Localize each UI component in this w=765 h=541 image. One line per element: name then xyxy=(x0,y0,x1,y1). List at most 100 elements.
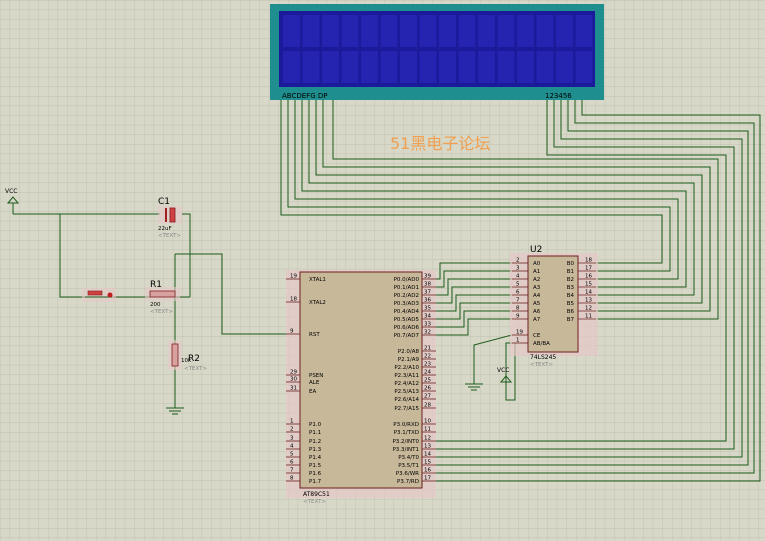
r2-text: <TEXT> xyxy=(184,366,207,372)
u2-pin-number: 12 xyxy=(585,306,592,312)
c1-value: 22uF xyxy=(158,226,172,232)
wire xyxy=(436,294,512,312)
u1-pin-number: 13 xyxy=(424,444,431,450)
u1-pin-name: P2.1/A9 xyxy=(398,357,420,363)
r1-text: <TEXT> xyxy=(150,309,173,315)
lcd-cell xyxy=(322,51,339,83)
u1-pin-number: 23 xyxy=(424,362,431,368)
wire xyxy=(332,100,719,320)
u1-pin-name: P0.6/AD6 xyxy=(394,325,420,331)
u2-pin-name: B7 xyxy=(567,317,575,323)
u1-pin-number: 8 xyxy=(290,476,294,482)
wire xyxy=(308,100,695,296)
wire xyxy=(436,302,512,320)
wire xyxy=(436,100,735,450)
resistor-r2[interactable]: R2 10k <TEXT> xyxy=(168,340,207,372)
u1-pin-number: 28 xyxy=(424,403,431,409)
u1-right-pins: 39P0.0/AD038P0.1/AD137P0.2/AD236P0.3/AD3… xyxy=(392,274,436,485)
u1-pin-number: 26 xyxy=(424,386,431,392)
resistor-r1[interactable]: R1 200 <TEXT> xyxy=(145,280,180,315)
wire xyxy=(436,318,512,336)
wire xyxy=(436,100,761,482)
u1-pin-number: 11 xyxy=(424,427,431,433)
u1-pin-name: XTAL2 xyxy=(309,300,326,306)
vcc-terminal-left[interactable]: VCC xyxy=(5,188,20,214)
wire xyxy=(436,310,512,328)
u2-pin-number: 3 xyxy=(516,266,520,272)
u2-pin-number: 18 xyxy=(585,258,592,264)
wire xyxy=(436,100,743,458)
capacitor-c1[interactable]: C1 22uF <TEXT> xyxy=(158,197,182,239)
reset-pushbutton[interactable] xyxy=(82,288,116,302)
u1-left-pins: 19XTAL118XTAL29RST29PSEN30ALE31EA1P1.02P… xyxy=(286,274,326,485)
u1-pin-number: 3 xyxy=(290,436,294,442)
r2-value: 10k xyxy=(181,358,192,364)
lcd-cell xyxy=(400,15,417,47)
lcd-cell xyxy=(439,51,456,83)
u1-pin-name: P0.0/AD0 xyxy=(394,277,420,283)
u1-pin-number: 18 xyxy=(290,297,297,303)
u1-pin-name: P1.2 xyxy=(309,439,321,445)
u2-pin-name: AB/BA xyxy=(533,341,550,347)
wire xyxy=(59,214,85,298)
u1-pin-number: 2 xyxy=(290,427,294,433)
u1-pin-name: P2.4/A12 xyxy=(394,381,419,387)
u1-pin-number: 6 xyxy=(290,460,294,466)
u1-pin-name: RST xyxy=(309,332,320,338)
u2-pin-name: A0 xyxy=(533,261,541,267)
lcd-cell xyxy=(302,15,320,47)
u1-pin-number: 29 xyxy=(290,370,297,376)
u1-pin-name: PSEN xyxy=(309,373,323,379)
u1-pin-name: P2.0/A8 xyxy=(398,349,420,355)
mcu-u1[interactable]: 19XTAL118XTAL29RST29PSEN30ALE31EA1P1.02P… xyxy=(286,270,436,505)
u1-pin-number: 17 xyxy=(424,476,431,482)
u2-pin-number: 15 xyxy=(585,282,592,288)
u2-pin-name: B3 xyxy=(567,285,575,291)
lcd-cell xyxy=(458,51,476,83)
lcd-cell xyxy=(400,51,417,83)
lcd-cell xyxy=(536,51,554,83)
u1-pin-name: P0.2/AD2 xyxy=(394,293,419,299)
u1-pin-number: 7 xyxy=(290,468,294,474)
wire xyxy=(436,286,512,304)
lcd-cell xyxy=(380,15,398,47)
u1-pin-number: 14 xyxy=(424,452,431,458)
lcd-cell xyxy=(478,15,495,47)
lcd-cell xyxy=(458,15,476,47)
u2-text: <TEXT> xyxy=(530,362,553,368)
u2-pin-number: 13 xyxy=(585,298,592,304)
u2-pin-number: 5 xyxy=(516,282,520,288)
u2-pin-name: B1 xyxy=(567,269,574,275)
u1-pin-number: 21 xyxy=(424,346,431,352)
u2-pin-number: 4 xyxy=(516,274,520,280)
u1-pin-number: 1 xyxy=(290,419,294,425)
wire xyxy=(182,213,286,335)
u1-pin-name: P1.5 xyxy=(309,463,322,469)
u1-pin-number: 5 xyxy=(290,452,294,458)
lcd-cell xyxy=(575,15,593,47)
c1-ref: C1 xyxy=(158,197,170,207)
r2-ref: R2 xyxy=(188,354,200,364)
u2-pin-name: A1 xyxy=(533,269,540,275)
u1-pin-name: P2.2/A10 xyxy=(394,365,419,371)
ground-symbol-2 xyxy=(465,372,483,391)
u1-pin-name: P0.7/AD7 xyxy=(394,333,420,339)
wire xyxy=(505,343,516,401)
u1-pin-number: 16 xyxy=(424,468,431,474)
u1-pin-name: P0.4/AD4 xyxy=(394,309,420,315)
lcd-display[interactable]: ABCDEFG DP 123456 xyxy=(270,4,604,100)
u1-pin-name: P2.6/A14 xyxy=(394,397,419,403)
r1-value: 200 xyxy=(150,302,161,308)
ground-symbol-1 xyxy=(166,397,184,415)
vcc-terminal-right[interactable]: VCC xyxy=(497,367,513,383)
u1-pin-name: P1.3 xyxy=(309,447,322,453)
lcd-cell xyxy=(517,51,534,83)
lcd-cell xyxy=(556,15,573,47)
lcd-cell xyxy=(478,51,495,83)
lcd-cell xyxy=(517,15,534,47)
u2-pin-name: A5 xyxy=(533,301,541,307)
wire xyxy=(436,278,512,296)
lcd-cell xyxy=(556,51,573,83)
